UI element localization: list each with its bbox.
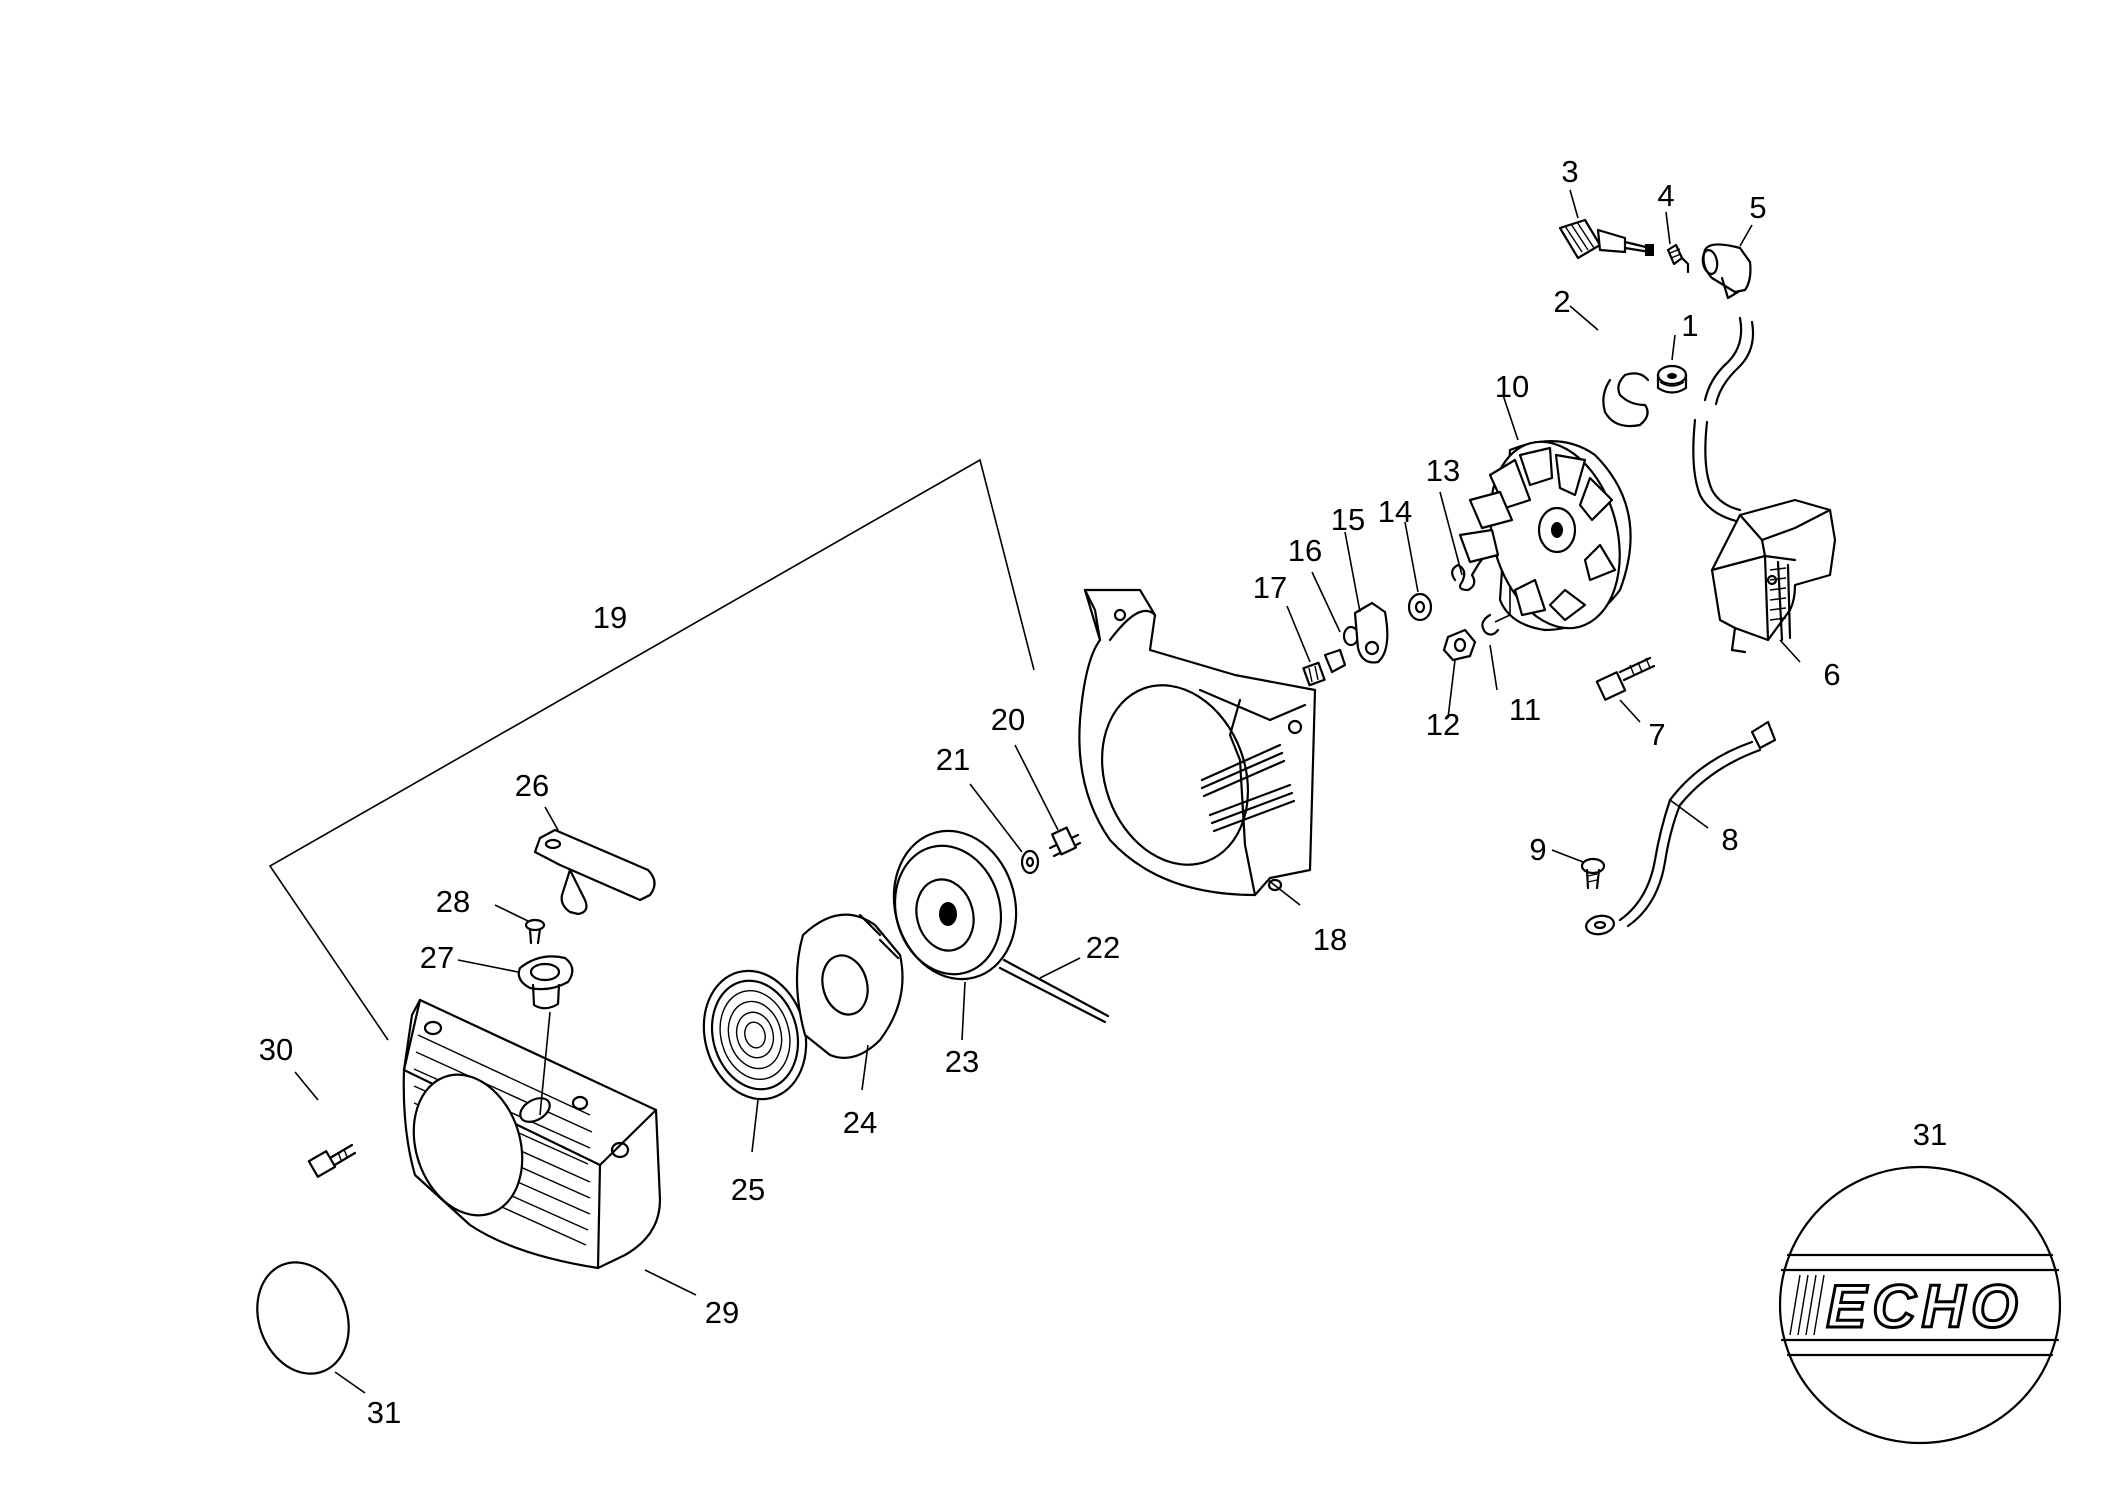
part-6-ignition-coil: [1710, 498, 1837, 654]
callout-31-small: 31: [367, 1395, 401, 1430]
callout-1: 1: [1681, 308, 1698, 343]
part-22-starter-rope: [998, 958, 1110, 1024]
part-24-spring-cover: [795, 913, 904, 1059]
housing-fins: [1200, 743, 1296, 833]
part-29-starter-cover: [402, 998, 662, 1270]
assembly-19-bracket: [268, 458, 1035, 1041]
callout-31-label: 31: [1913, 1117, 1947, 1152]
part-28-screw: [524, 918, 546, 945]
callout-8: 8: [1721, 822, 1738, 857]
callout-3: 3: [1561, 154, 1578, 189]
part-2-wire-clip: [1602, 372, 1650, 428]
callout-30: 30: [259, 1032, 293, 1067]
callout-11: 11: [1509, 692, 1541, 727]
callout-22: 22: [1086, 930, 1120, 965]
part-14-washer: [1407, 592, 1433, 622]
callout-23: 23: [945, 1044, 979, 1079]
part-10-flywheel: [1458, 440, 1632, 632]
callout-2: 2: [1553, 284, 1570, 319]
callout-6: 6: [1823, 657, 1840, 692]
part-21-washer: [1020, 849, 1040, 875]
leader-lines: [294, 189, 1801, 1394]
callout-4: 4: [1657, 178, 1674, 213]
part-17-nut: [1302, 661, 1326, 687]
part-31-label-small: [256, 1261, 350, 1375]
callout-13: 13: [1426, 453, 1460, 488]
rope-path: [539, 1011, 551, 1116]
callout-26: 26: [515, 768, 549, 803]
callout-15: 15: [1331, 502, 1365, 537]
part-9-screw: [1580, 857, 1606, 890]
callout-5: 5: [1749, 190, 1766, 225]
part-4-spring-terminal: [1666, 243, 1690, 274]
part-18-fan-housing: [1078, 588, 1317, 897]
part-16-washer: [1323, 625, 1360, 674]
echo-logo: ECHO: [1789, 1272, 2023, 1342]
callout-27: 27: [420, 940, 454, 975]
part-20-screw: [1048, 826, 1082, 858]
part-26-starter-handle: [533, 828, 656, 916]
ignition-lead: [1692, 316, 1755, 524]
callout-24: 24: [843, 1105, 877, 1140]
part-12-nut: [1442, 628, 1477, 662]
callout-25: 25: [731, 1172, 765, 1207]
callout-18: 18: [1313, 922, 1347, 957]
callouts: 1 2 3 4 5 6 7 8 9 10 11 12 13 14 15 16 1…: [259, 154, 1947, 1430]
part-11-circlip: [1481, 613, 1500, 636]
part-15-pawl: [1353, 601, 1389, 664]
callout-17: 17: [1253, 570, 1287, 605]
callout-29: 29: [705, 1295, 739, 1330]
part-8-ground-wire: [1585, 720, 1777, 936]
part-31-echo-label: ECHO: [1778, 1165, 2062, 1445]
flywheel-fins: [1458, 446, 1617, 622]
part-7-bolt: [1595, 656, 1656, 701]
part-27-rope-guide: [517, 955, 574, 1010]
callout-28: 28: [436, 884, 470, 919]
part-1-grommet: [1656, 364, 1688, 394]
callout-19: 19: [593, 600, 627, 635]
callout-16: 16: [1288, 533, 1322, 568]
callout-12: 12: [1426, 707, 1460, 742]
echo-logo-text: ECHO: [1826, 1273, 2023, 1340]
part-13-spring: [1451, 553, 1487, 592]
callout-10: 10: [1495, 369, 1529, 404]
callout-20: 20: [991, 702, 1025, 737]
callout-21: 21: [936, 742, 970, 777]
part-23-rope-pulley: [892, 829, 1018, 981]
part-5-plug-cap: [1701, 243, 1752, 300]
callout-9: 9: [1529, 832, 1546, 867]
callout-7: 7: [1648, 717, 1665, 752]
part-3-spark-plug: [1558, 218, 1654, 260]
part-30-bolt: [307, 1143, 357, 1178]
part-25-spring-case: [702, 969, 808, 1101]
callout-14: 14: [1378, 494, 1412, 529]
